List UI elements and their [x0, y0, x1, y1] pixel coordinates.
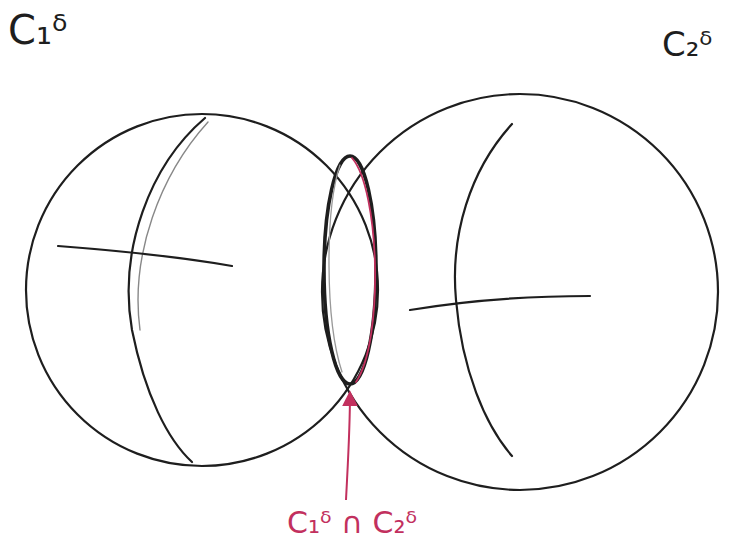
- left-meridian-shade: [138, 122, 208, 330]
- right-equator: [410, 296, 590, 310]
- right-meridian: [455, 124, 512, 456]
- right-sphere: [322, 94, 718, 490]
- leader-arrow: [346, 392, 350, 500]
- intersection-highlight: [352, 158, 375, 382]
- intersection-shade: [329, 165, 342, 372]
- intersection-label: C₁ᵟ ∩ C₂ᵟ: [287, 506, 417, 539]
- sphere-label: C₂ᵟ: [662, 26, 712, 63]
- sphere-label: C₁ᵟ: [8, 8, 67, 52]
- left-meridian: [129, 118, 205, 462]
- left-sphere: [26, 114, 378, 466]
- intersection-circle: [324, 156, 376, 384]
- left-equator: [58, 246, 232, 266]
